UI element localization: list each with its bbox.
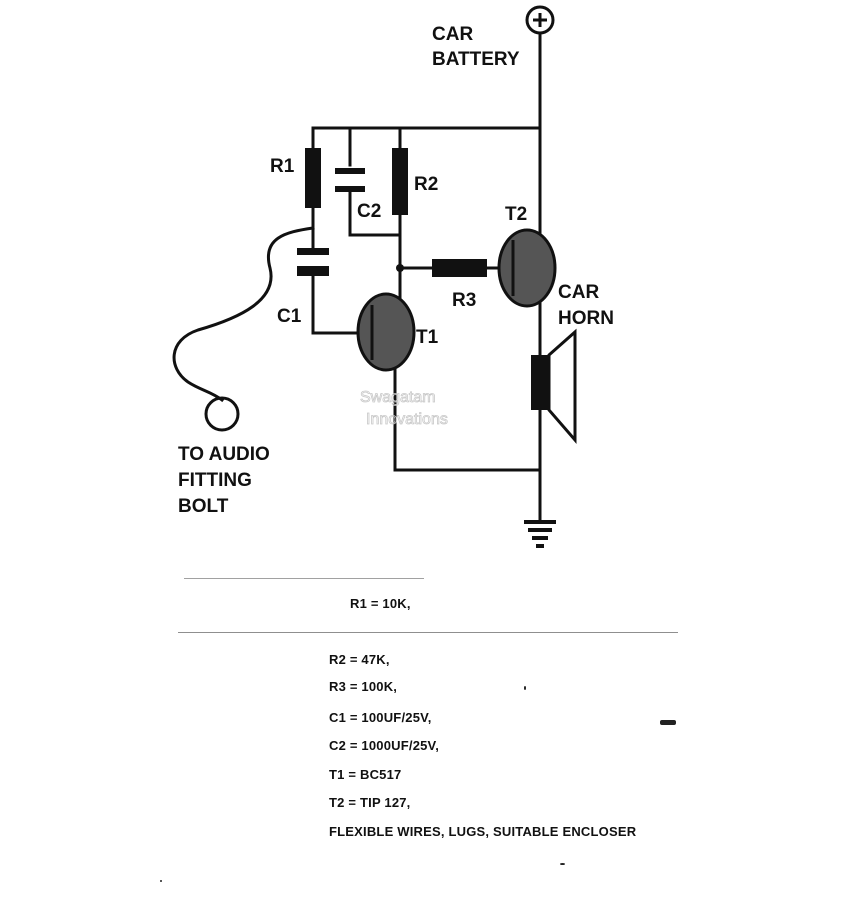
scan-speck (560, 863, 565, 865)
transistor-t1 (356, 292, 416, 372)
audio-label-line2: FITTING (178, 470, 252, 491)
junction-dot (396, 264, 404, 272)
scan-line (184, 578, 424, 579)
r3-label: R3 (452, 290, 476, 311)
c1-label: C1 (277, 306, 302, 327)
part-t1: T1 = BC517 (329, 767, 402, 782)
resistor-r2 (392, 148, 408, 215)
scan-speck (660, 720, 676, 725)
horn-label-line2: HORN (558, 308, 614, 329)
parts-list: R1 = 10K, R2 = 47K, R3 = 100K, C1 = 100U… (0, 560, 841, 904)
capacitor-c2 (335, 168, 365, 192)
r1-label: R1 (270, 156, 295, 177)
part-r1: R1 = 10K, (350, 596, 411, 611)
t1-label: T1 (416, 327, 439, 348)
watermark-line2: Innovations (366, 411, 448, 428)
battery-positive-terminal (525, 5, 555, 35)
horn-label-line1: CAR (558, 282, 599, 303)
t2-label: T2 (505, 204, 527, 225)
part-r3: R3 = 100K, (329, 679, 398, 694)
resistor-r1 (305, 148, 321, 208)
circuit-wires (172, 31, 542, 524)
car-horn-symbol (531, 328, 577, 445)
circuit-schematic: CAR BATTERY R1 (172, 5, 614, 548)
battery-label-line1: CAR (432, 24, 473, 45)
r2-label: R2 (414, 174, 438, 195)
transistor-t2 (497, 228, 557, 308)
ground-icon (524, 520, 556, 548)
battery-label-line2: BATTERY (432, 49, 520, 70)
part-c2: C2 = 1000UF/25V, (329, 738, 440, 753)
watermark-line1: Swagatam (360, 389, 436, 406)
c2-label: C2 (357, 201, 381, 222)
audio-label-line1: TO AUDIO (178, 444, 270, 465)
part-t2: T2 = TIP 127, (329, 795, 411, 810)
part-misc: FLEXIBLE WIRES, LUGS, SUITABLE ENCLOSER (329, 824, 637, 839)
part-c1: C1 = 100UF/25V, (329, 710, 432, 725)
part-r2: R2 = 47K, (329, 652, 390, 667)
capacitor-c1 (297, 248, 329, 276)
scan-line (178, 632, 678, 633)
audio-label-line3: BOLT (178, 496, 229, 517)
audio-fitting-lug-icon (204, 396, 240, 432)
scan-speck (524, 686, 526, 690)
resistor-r3 (432, 259, 487, 277)
scan-speck (160, 880, 162, 882)
